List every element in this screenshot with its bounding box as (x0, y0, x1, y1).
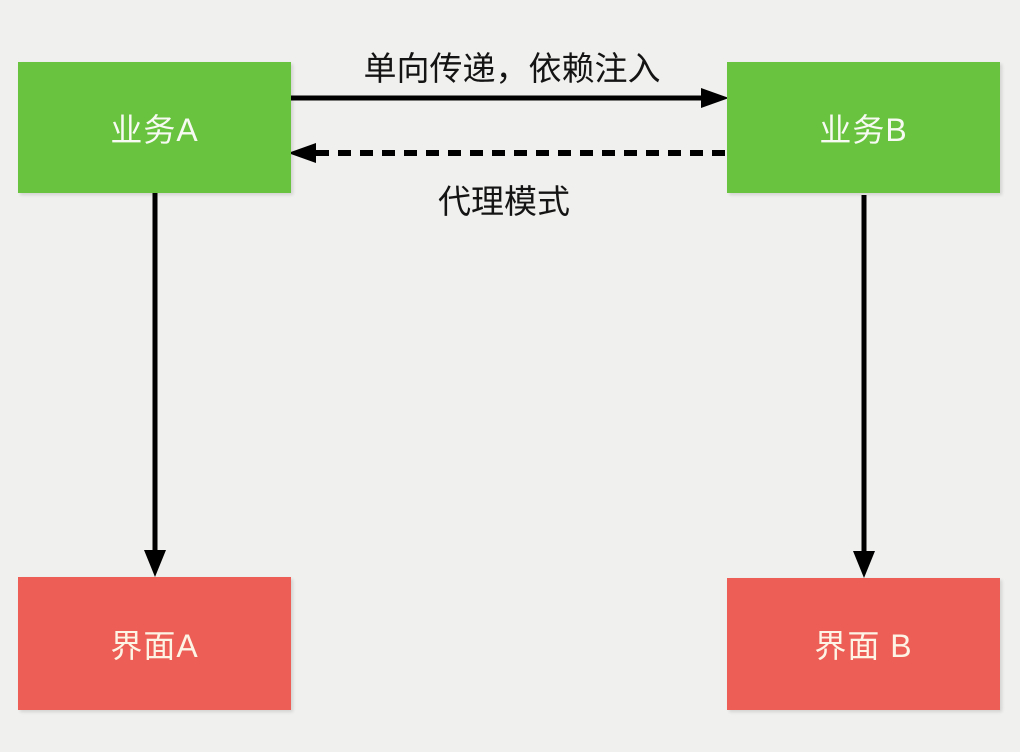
node-interface-a-label: 界面A (110, 627, 199, 664)
node-business-b-label: 业务B (819, 111, 908, 148)
edge-label-forward: 单向传递，依赖注入 (363, 50, 661, 87)
arrow-business-a-to-interface-a (144, 193, 166, 577)
node-business-a: 业务A (18, 62, 291, 193)
node-interface-a: 界面A (18, 577, 291, 710)
node-business-b: 业务B (727, 62, 1000, 193)
edge-label-back: 代理模式 (438, 183, 570, 220)
arrow-a-to-b (291, 88, 729, 108)
node-interface-b: 界面 B (727, 578, 1000, 710)
arrow-business-b-to-interface-b (853, 195, 875, 578)
node-interface-b-label: 界面 B (814, 628, 913, 664)
arrow-b-to-a-dashed (288, 143, 727, 163)
node-business-a-label: 业务A (110, 111, 199, 148)
